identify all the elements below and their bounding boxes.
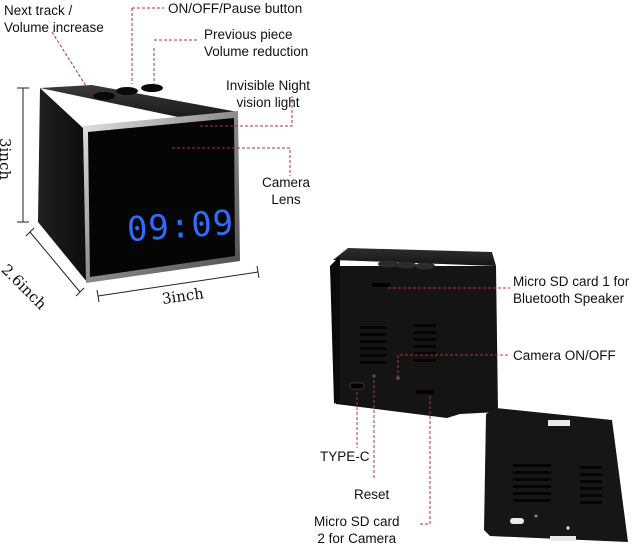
dimension-lines xyxy=(17,87,260,303)
speaker-grille-right xyxy=(414,324,436,362)
front-clock-camera: 09:09 xyxy=(38,84,240,283)
label-camera-lens: Camera Lens xyxy=(262,175,311,207)
sd-slot-1 xyxy=(372,283,390,287)
label-micro-sd-2: Micro SD card 2 for Camera xyxy=(314,514,400,546)
back-speaker-unit xyxy=(330,248,498,418)
label-type-c: TYPE-C xyxy=(320,449,370,464)
leader-night-vision xyxy=(200,96,293,127)
type-c-port xyxy=(349,382,365,390)
label-next-track: Next track / Volume increase xyxy=(4,3,104,35)
label-previous-piece: Previous piece Volume reduction xyxy=(204,27,309,59)
back-top-buttons xyxy=(378,260,435,270)
label-on-off-pause: ON/OFF/Pause button xyxy=(168,1,303,16)
dimension-height: 3inch xyxy=(0,137,15,181)
label-night-vision: Invisible Night vision light xyxy=(226,78,311,110)
label-camera-on-off: Camera ON/OFF xyxy=(513,348,616,363)
leader-next-track xyxy=(51,31,87,87)
sd-slot-2 xyxy=(416,390,434,394)
top-buttons xyxy=(93,84,163,100)
speaker-grille-left xyxy=(360,326,386,364)
leader-lines xyxy=(51,7,510,525)
leader-camera-lens xyxy=(172,147,291,176)
clock-display: 09:09 xyxy=(126,203,236,250)
back-cover-plate xyxy=(484,408,628,542)
leader-sd2 xyxy=(418,396,431,525)
label-reset: Reset xyxy=(354,487,390,502)
leader-camera-onoff xyxy=(397,354,510,378)
reset-hole xyxy=(372,374,376,378)
label-micro-sd-1: Micro SD card 1 for Bluetooth Speaker xyxy=(513,274,630,306)
